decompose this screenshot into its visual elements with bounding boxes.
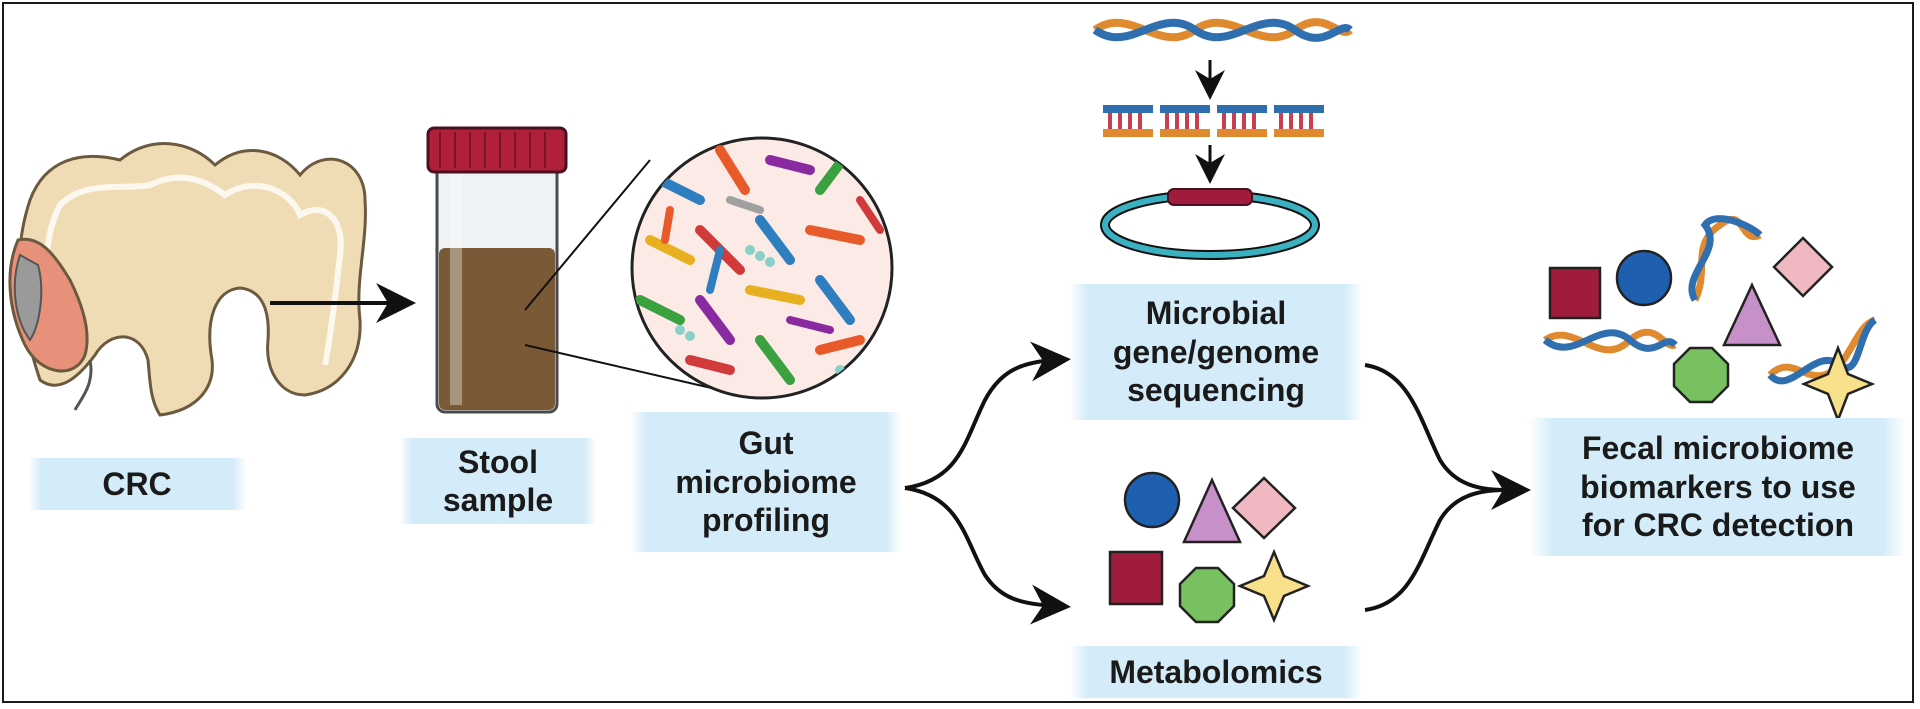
label-fecal-biomarkers: Fecal microbiome biomarkers to use for C… — [1530, 418, 1906, 556]
dna-fragments-icon — [1103, 105, 1324, 137]
merge-line-top — [1364, 363, 1506, 492]
merge-line-bottom — [1364, 488, 1506, 612]
label-metabolomics: Metabolomics — [1070, 646, 1362, 698]
zoom-line-bottom — [524, 344, 721, 391]
arrow-to-sequencing — [904, 341, 1071, 490]
colon-icon — [8, 142, 367, 417]
label-gut-microbiome-profiling: Gut microbiome profiling — [630, 412, 902, 552]
arrow-to-metabolomics — [904, 486, 1071, 625]
label-stool-sample: Stool sample — [400, 438, 596, 524]
metabolite-shapes-icon — [1108, 471, 1312, 624]
plasmid-icon — [1100, 188, 1320, 260]
biomarker-shapes-icon — [1542, 215, 1878, 424]
zoom-line-top — [524, 159, 651, 311]
bacteria-magnifier-icon — [630, 136, 894, 400]
stool-jar-icon — [426, 126, 568, 414]
label-microbial-sequencing: Microbial gene/genome sequencing — [1070, 284, 1362, 420]
dna-helix-icon — [1092, 18, 1353, 42]
label-crc: CRC — [28, 458, 246, 510]
